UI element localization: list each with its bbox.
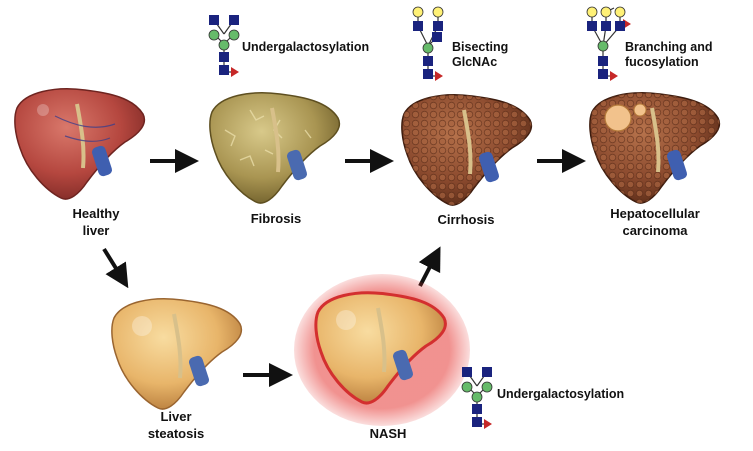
hcc-liver	[589, 92, 721, 204]
bisecting-glcnac-icon	[432, 32, 442, 42]
glycan-label-cirrhosis-2: GlcNAc	[452, 55, 497, 69]
galactose-icon	[614, 6, 626, 18]
mannose-icon	[218, 39, 230, 51]
galactose-icon	[412, 6, 424, 18]
stage-label-hcc-1: Hepatocellular	[610, 206, 700, 221]
glycan-branching-fucosylation	[586, 6, 631, 81]
fucose-icon	[484, 419, 492, 429]
glcnac-icon	[472, 404, 482, 414]
glycan-undergalactosylation-nash	[461, 367, 493, 429]
glcnac-icon	[601, 21, 611, 31]
mannose-icon	[597, 40, 609, 52]
fucose-icon	[231, 67, 239, 77]
glcnac-icon	[413, 21, 423, 31]
glcnac-icon	[462, 367, 472, 377]
stage-label-healthy-2: liver	[83, 223, 110, 238]
mannose-icon	[228, 29, 240, 41]
stage-label-steatosis-2: steatosis	[148, 426, 204, 441]
glcnac-icon	[482, 367, 492, 377]
glcnac-icon	[219, 52, 229, 62]
healthy-liver	[14, 88, 146, 200]
galactose-icon	[600, 6, 612, 18]
tumor-small	[633, 103, 647, 117]
stage-label-healthy-1: Healthy	[73, 206, 121, 221]
mannose-icon	[481, 381, 493, 393]
cirrhosis-liver	[401, 94, 533, 206]
glycan-label-fibrosis: Undergalactosylation	[242, 40, 369, 54]
stage-label-steatosis-1: Liver	[160, 409, 191, 424]
steatosis-liver	[111, 298, 243, 410]
arrow-nash-to-cirrhosis	[418, 246, 441, 287]
glcnac-icon	[615, 21, 625, 31]
galactose-icon	[586, 6, 598, 18]
glycan-label-nash: Undergalactosylation	[497, 387, 624, 401]
glcnac-icon	[423, 69, 433, 79]
fibrosis-liver	[209, 92, 341, 204]
glcnac-icon	[598, 69, 608, 79]
mannose-icon	[208, 29, 220, 41]
mannose-icon	[461, 381, 473, 393]
mannose-icon	[422, 42, 434, 54]
galactose-icon	[432, 6, 444, 18]
fucose-icon	[435, 71, 443, 81]
glycan-bisecting-glcnac	[412, 6, 444, 81]
tumor-large	[604, 104, 632, 132]
glycan-undergalactosylation-top	[208, 15, 240, 77]
stage-label-cirrhosis: Cirrhosis	[437, 212, 494, 227]
glycan-label-cirrhosis-1: Bisecting	[452, 40, 508, 54]
glycan-label-hcc-1: Branching and	[625, 40, 713, 54]
stage-label-nash: NASH	[370, 426, 407, 441]
glcnac-icon	[219, 65, 229, 75]
nash-liver	[294, 274, 470, 426]
arrows	[102, 149, 586, 387]
stage-label-fibrosis: Fibrosis	[251, 211, 302, 226]
glcnac-icon	[598, 56, 608, 66]
glcnac-icon	[229, 15, 239, 25]
glycan-label-hcc-2: fucosylation	[625, 55, 699, 69]
fucose-icon	[610, 71, 618, 81]
stage-label-hcc-2: carcinoma	[622, 223, 688, 238]
glcnac-icon	[209, 15, 219, 25]
glcnac-icon	[433, 21, 443, 31]
mannose-icon	[471, 391, 483, 403]
glcnac-icon	[587, 21, 597, 31]
glcnac-icon	[472, 417, 482, 427]
arrow-healthy-to-steatosis	[102, 247, 129, 289]
glcnac-icon	[423, 56, 433, 66]
